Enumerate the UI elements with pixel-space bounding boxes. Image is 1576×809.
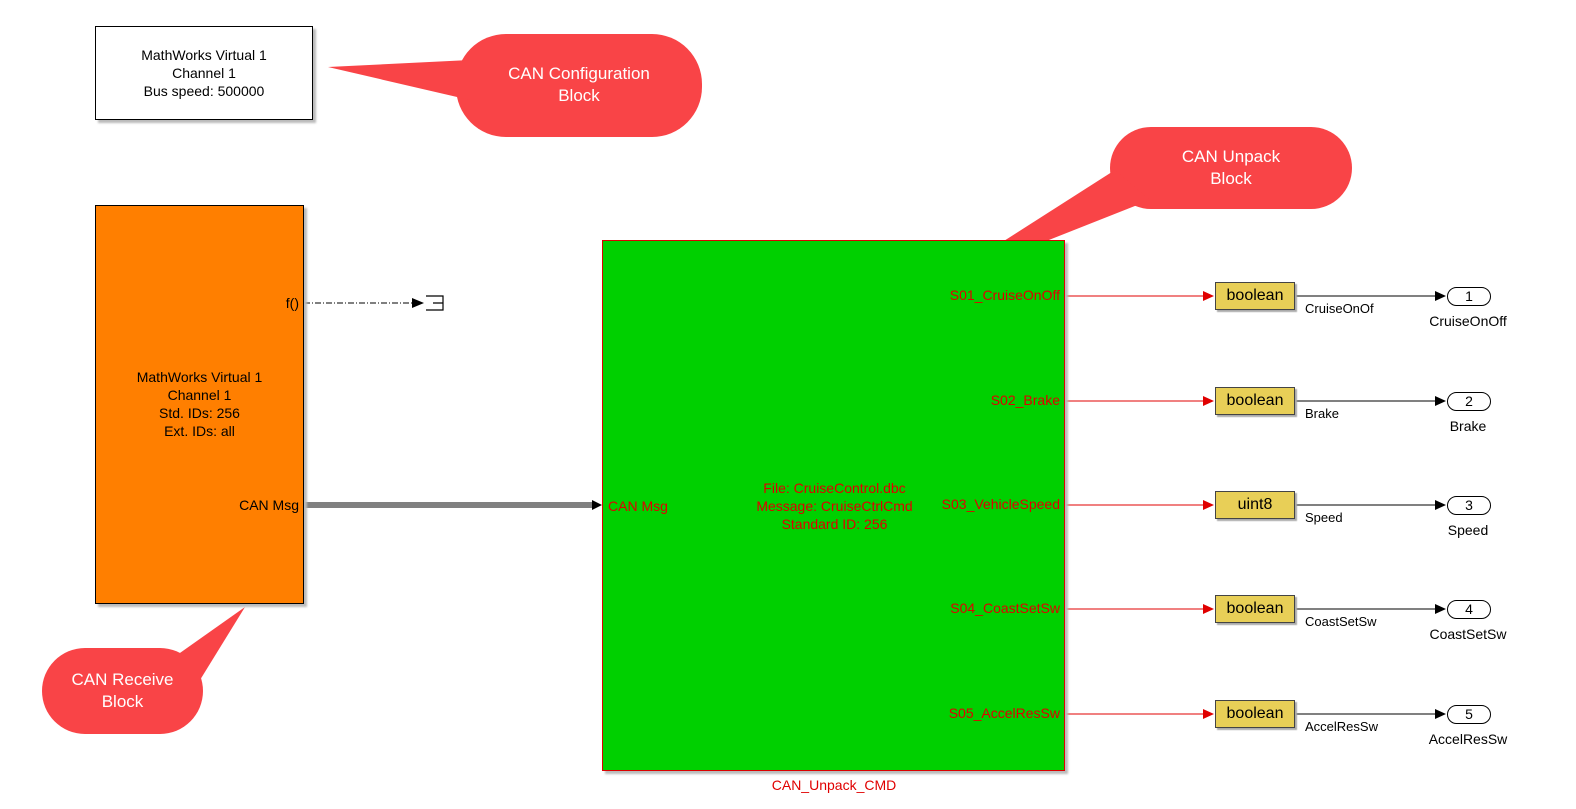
arrow-icon — [1435, 604, 1446, 614]
can-msg-port-label: CAN Msg — [239, 497, 299, 513]
unpack-line: Message: CruiseCtrlCmd — [756, 498, 913, 514]
signal-label: AccelResSw — [1305, 719, 1378, 734]
can-receive-block[interactable]: MathWorks Virtual 1 Channel 1 Std. IDs: … — [95, 205, 304, 604]
outport-name: Brake — [1449, 418, 1487, 434]
signal-label: Speed — [1305, 510, 1343, 525]
outport-block[interactable]: 3 — [1447, 496, 1491, 515]
arrow-icon — [1435, 709, 1446, 719]
arrow-icon — [1435, 291, 1446, 301]
receive-line: Channel 1 — [167, 387, 232, 403]
callout-line: CAN Unpack — [1181, 147, 1281, 166]
output-port-label: S05_AccelResSw — [948, 705, 1060, 721]
config-line: Bus speed: 500000 — [143, 83, 265, 99]
outport-name: CruiseOnOff — [1429, 313, 1507, 329]
arrow-icon — [1203, 396, 1214, 406]
data-type-conversion-block[interactable]: boolean — [1215, 700, 1295, 728]
outport-block[interactable]: 1 — [1447, 287, 1491, 306]
outport-block[interactable]: 5 — [1447, 705, 1491, 724]
data-type-conversion-block[interactable]: boolean — [1215, 387, 1295, 415]
receive-line: Ext. IDs: all — [164, 423, 235, 439]
data-type-conversion-block[interactable]: boolean — [1215, 282, 1295, 310]
signal-label: CoastSetSw — [1305, 614, 1377, 629]
terminator-icon — [426, 295, 444, 311]
data-type-conversion-block[interactable]: boolean — [1215, 595, 1295, 623]
callout-config-shape — [328, 34, 702, 137]
arrow-icon — [1435, 500, 1446, 510]
fcall-port-label: f() — [285, 295, 299, 311]
callout-line: Block — [101, 692, 144, 711]
receive-line: Std. IDs: 256 — [159, 405, 240, 421]
output-port-label: S02_Brake — [990, 392, 1060, 408]
signal-label: CruiseOnOf — [1305, 301, 1374, 316]
callout-receive: CAN Receive Block — [42, 669, 203, 713]
outport-name: AccelResSw — [1428, 731, 1508, 747]
arrow-icon — [1203, 500, 1214, 510]
output-port-label: S01_CruiseOnOff — [949, 287, 1060, 303]
can-configuration-block[interactable]: MathWorks Virtual 1 Channel 1 Bus speed:… — [95, 26, 313, 120]
outport-name: Speed — [1447, 522, 1489, 538]
callout-line: CAN Receive — [71, 670, 174, 689]
arrow-icon — [1435, 396, 1446, 406]
callout-unpack: CAN Unpack Block — [1110, 146, 1352, 190]
can-msg-input-port-label: CAN Msg — [608, 498, 668, 514]
outport-name: CoastSetSw — [1429, 626, 1507, 642]
unpack-line: File: CruiseControl.dbc — [763, 480, 906, 496]
arrow-icon — [1203, 709, 1214, 719]
callout-receive-shape — [42, 607, 245, 734]
output-port-label: S04_CoastSetSw — [950, 600, 1060, 616]
outport-block[interactable]: 4 — [1447, 600, 1491, 619]
can-unpack-block[interactable]: CAN Msg File: CruiseControl.dbc Message:… — [602, 240, 1065, 771]
arrow-icon — [1203, 604, 1214, 614]
receive-line: MathWorks Virtual 1 — [136, 369, 263, 385]
callout-config: CAN Configuration Block — [456, 63, 702, 107]
callout-line: CAN Configuration — [508, 64, 650, 83]
signal-label: Brake — [1305, 406, 1339, 421]
callout-line: Block — [1210, 169, 1252, 188]
arrow-icon — [1203, 291, 1214, 301]
callout-line: Block — [558, 86, 600, 105]
outport-block[interactable]: 2 — [1447, 392, 1491, 411]
data-type-conversion-block[interactable]: uint8 — [1215, 491, 1295, 519]
output-port-label: S03_VehicleSpeed — [941, 496, 1060, 512]
unpack-block-name: CAN_Unpack_CMD — [771, 777, 897, 793]
config-line: MathWorks Virtual 1 — [141, 47, 267, 63]
unpack-line: Standard ID: 256 — [781, 516, 888, 532]
config-line: Channel 1 — [172, 65, 236, 81]
